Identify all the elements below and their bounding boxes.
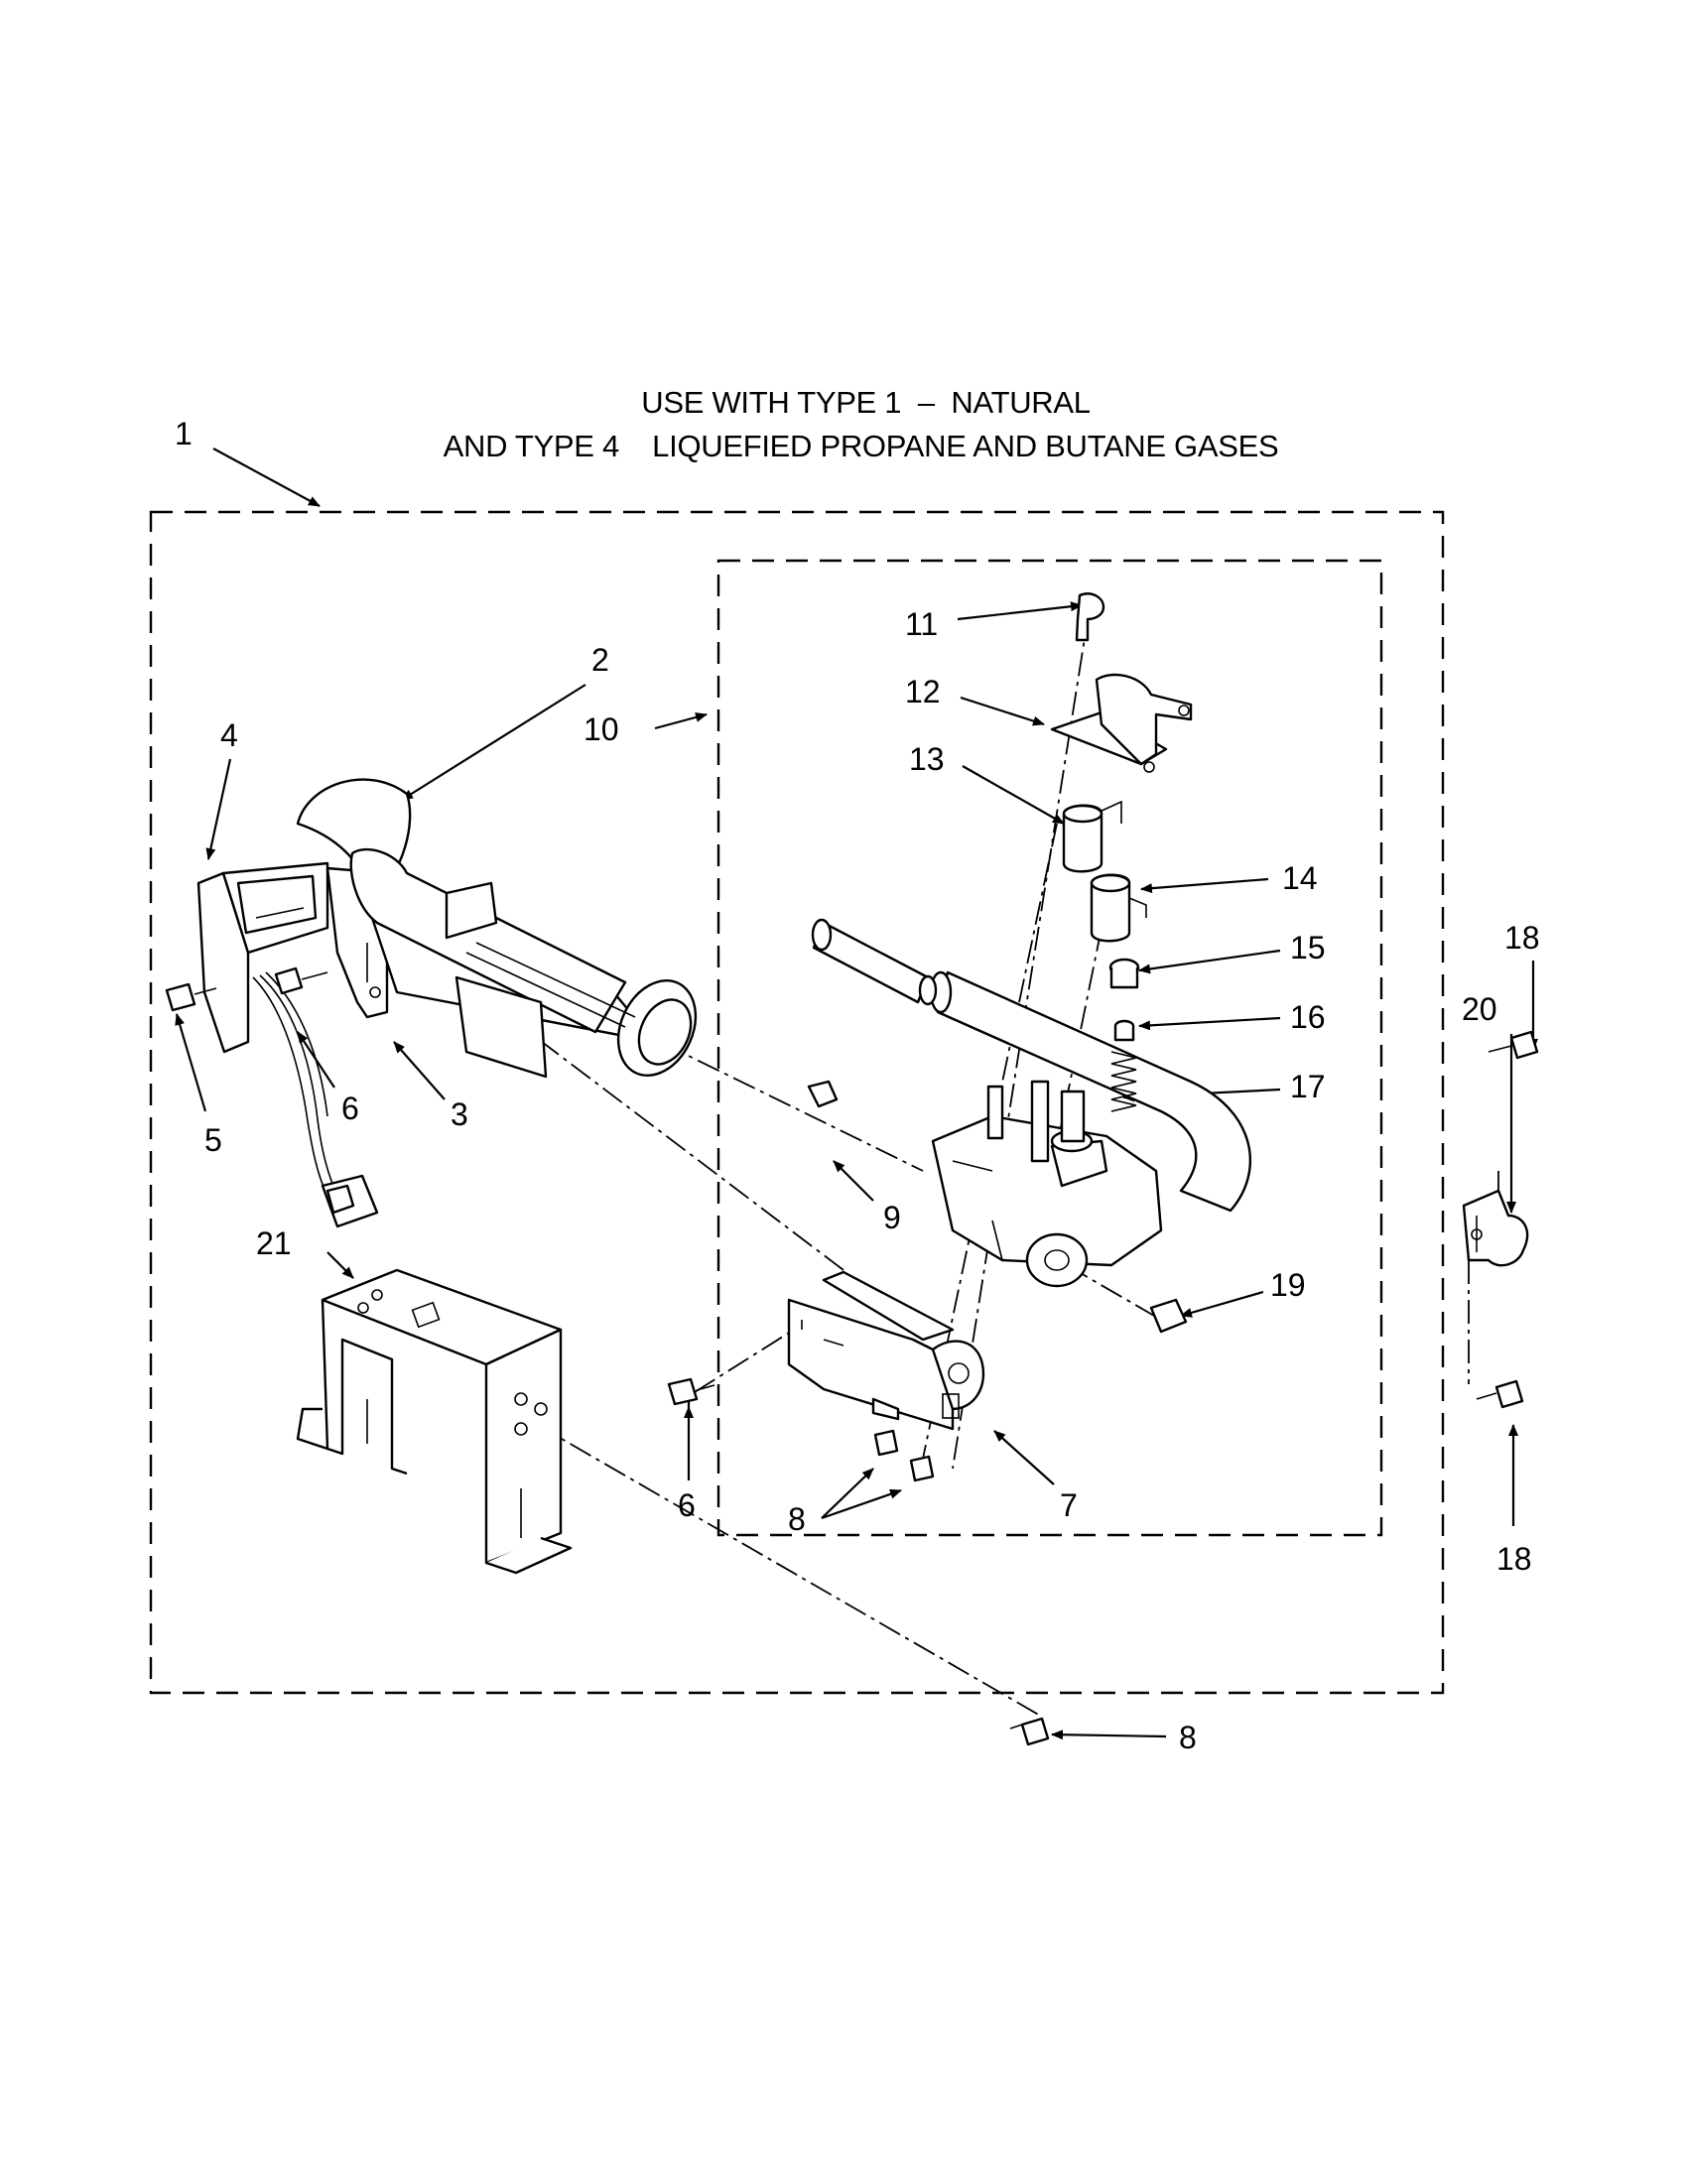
callout-18-top: 18 — [1504, 920, 1540, 956]
callout-5: 5 — [204, 1122, 222, 1158]
gas-valve-body — [931, 1080, 1163, 1288]
callout-8-bottom: 8 — [1179, 1720, 1197, 1755]
callout-16: 16 — [1290, 999, 1326, 1035]
part-21-base-bracket — [296, 1268, 573, 1575]
part-12-bracket — [1050, 673, 1193, 773]
callout-14: 14 — [1282, 860, 1318, 896]
callout-11: 11 — [905, 606, 938, 642]
part-4-bracket — [196, 861, 329, 1054]
callout-20: 20 — [1462, 991, 1497, 1027]
callout-6-bottom: 6 — [678, 1487, 696, 1523]
callout-9: 9 — [883, 1200, 901, 1235]
part-14-coil — [1090, 873, 1147, 943]
screw-8-bottom — [1009, 1717, 1050, 1746]
callout-2: 2 — [591, 642, 609, 678]
screw-6-bottom — [667, 1377, 715, 1406]
callout-12: 12 — [905, 674, 941, 709]
callout-17: 17 — [1290, 1069, 1326, 1104]
callout-21: 21 — [256, 1225, 292, 1261]
assembly-boundary-outer — [149, 510, 1445, 1695]
screw-18-top — [1488, 1030, 1539, 1060]
callout-18-bottom: 18 — [1496, 1541, 1532, 1577]
callout-7: 7 — [1060, 1487, 1078, 1523]
callout-8-center: 8 — [788, 1501, 806, 1537]
part-16-plunger — [1113, 1019, 1135, 1042]
part-20-clamp — [1462, 1189, 1529, 1267]
callout-19: 19 — [1270, 1267, 1306, 1303]
part-9-orifice — [807, 1080, 839, 1108]
callout-labels: 1 2 3 4 5 6 6 7 8 8 9 10 11 12 13 14 15 … — [175, 416, 1540, 1755]
callout-1: 1 — [175, 416, 193, 451]
wire-harness — [252, 971, 379, 1228]
part-2-burner-tube — [296, 778, 698, 1079]
diagram-title-line-1: USE WITH TYPE 1 – NATURAL — [641, 385, 1091, 420]
screw-6-left — [274, 966, 328, 995]
screw-8-center-b — [909, 1455, 935, 1482]
leader-lines — [175, 448, 1538, 1740]
diagram-title-line-2: AND TYPE 4 LIQUEFIED PROPANE AND BUTANE … — [443, 429, 1279, 463]
screw-5 — [165, 982, 217, 1012]
screw-8-center-a — [873, 1429, 899, 1457]
callout-4: 4 — [220, 717, 238, 753]
assembly-boundary-inner — [716, 559, 1383, 1537]
part-17-spring — [1110, 1051, 1137, 1112]
part-19-plug — [1149, 1298, 1188, 1334]
part-13-coil — [1062, 800, 1122, 873]
part-11-screw — [1075, 592, 1105, 642]
callout-10: 10 — [584, 711, 619, 747]
orifice-tube — [811, 918, 938, 1006]
callout-15: 15 — [1290, 930, 1326, 965]
callout-3: 3 — [451, 1096, 468, 1132]
callout-13: 13 — [909, 741, 945, 777]
screw-18-bottom — [1476, 1379, 1524, 1409]
callout-6-left: 6 — [341, 1091, 359, 1126]
part-15-plug — [1108, 958, 1140, 989]
gas-pipe — [929, 970, 1252, 1213]
part-7-valve-bracket — [787, 1270, 985, 1431]
